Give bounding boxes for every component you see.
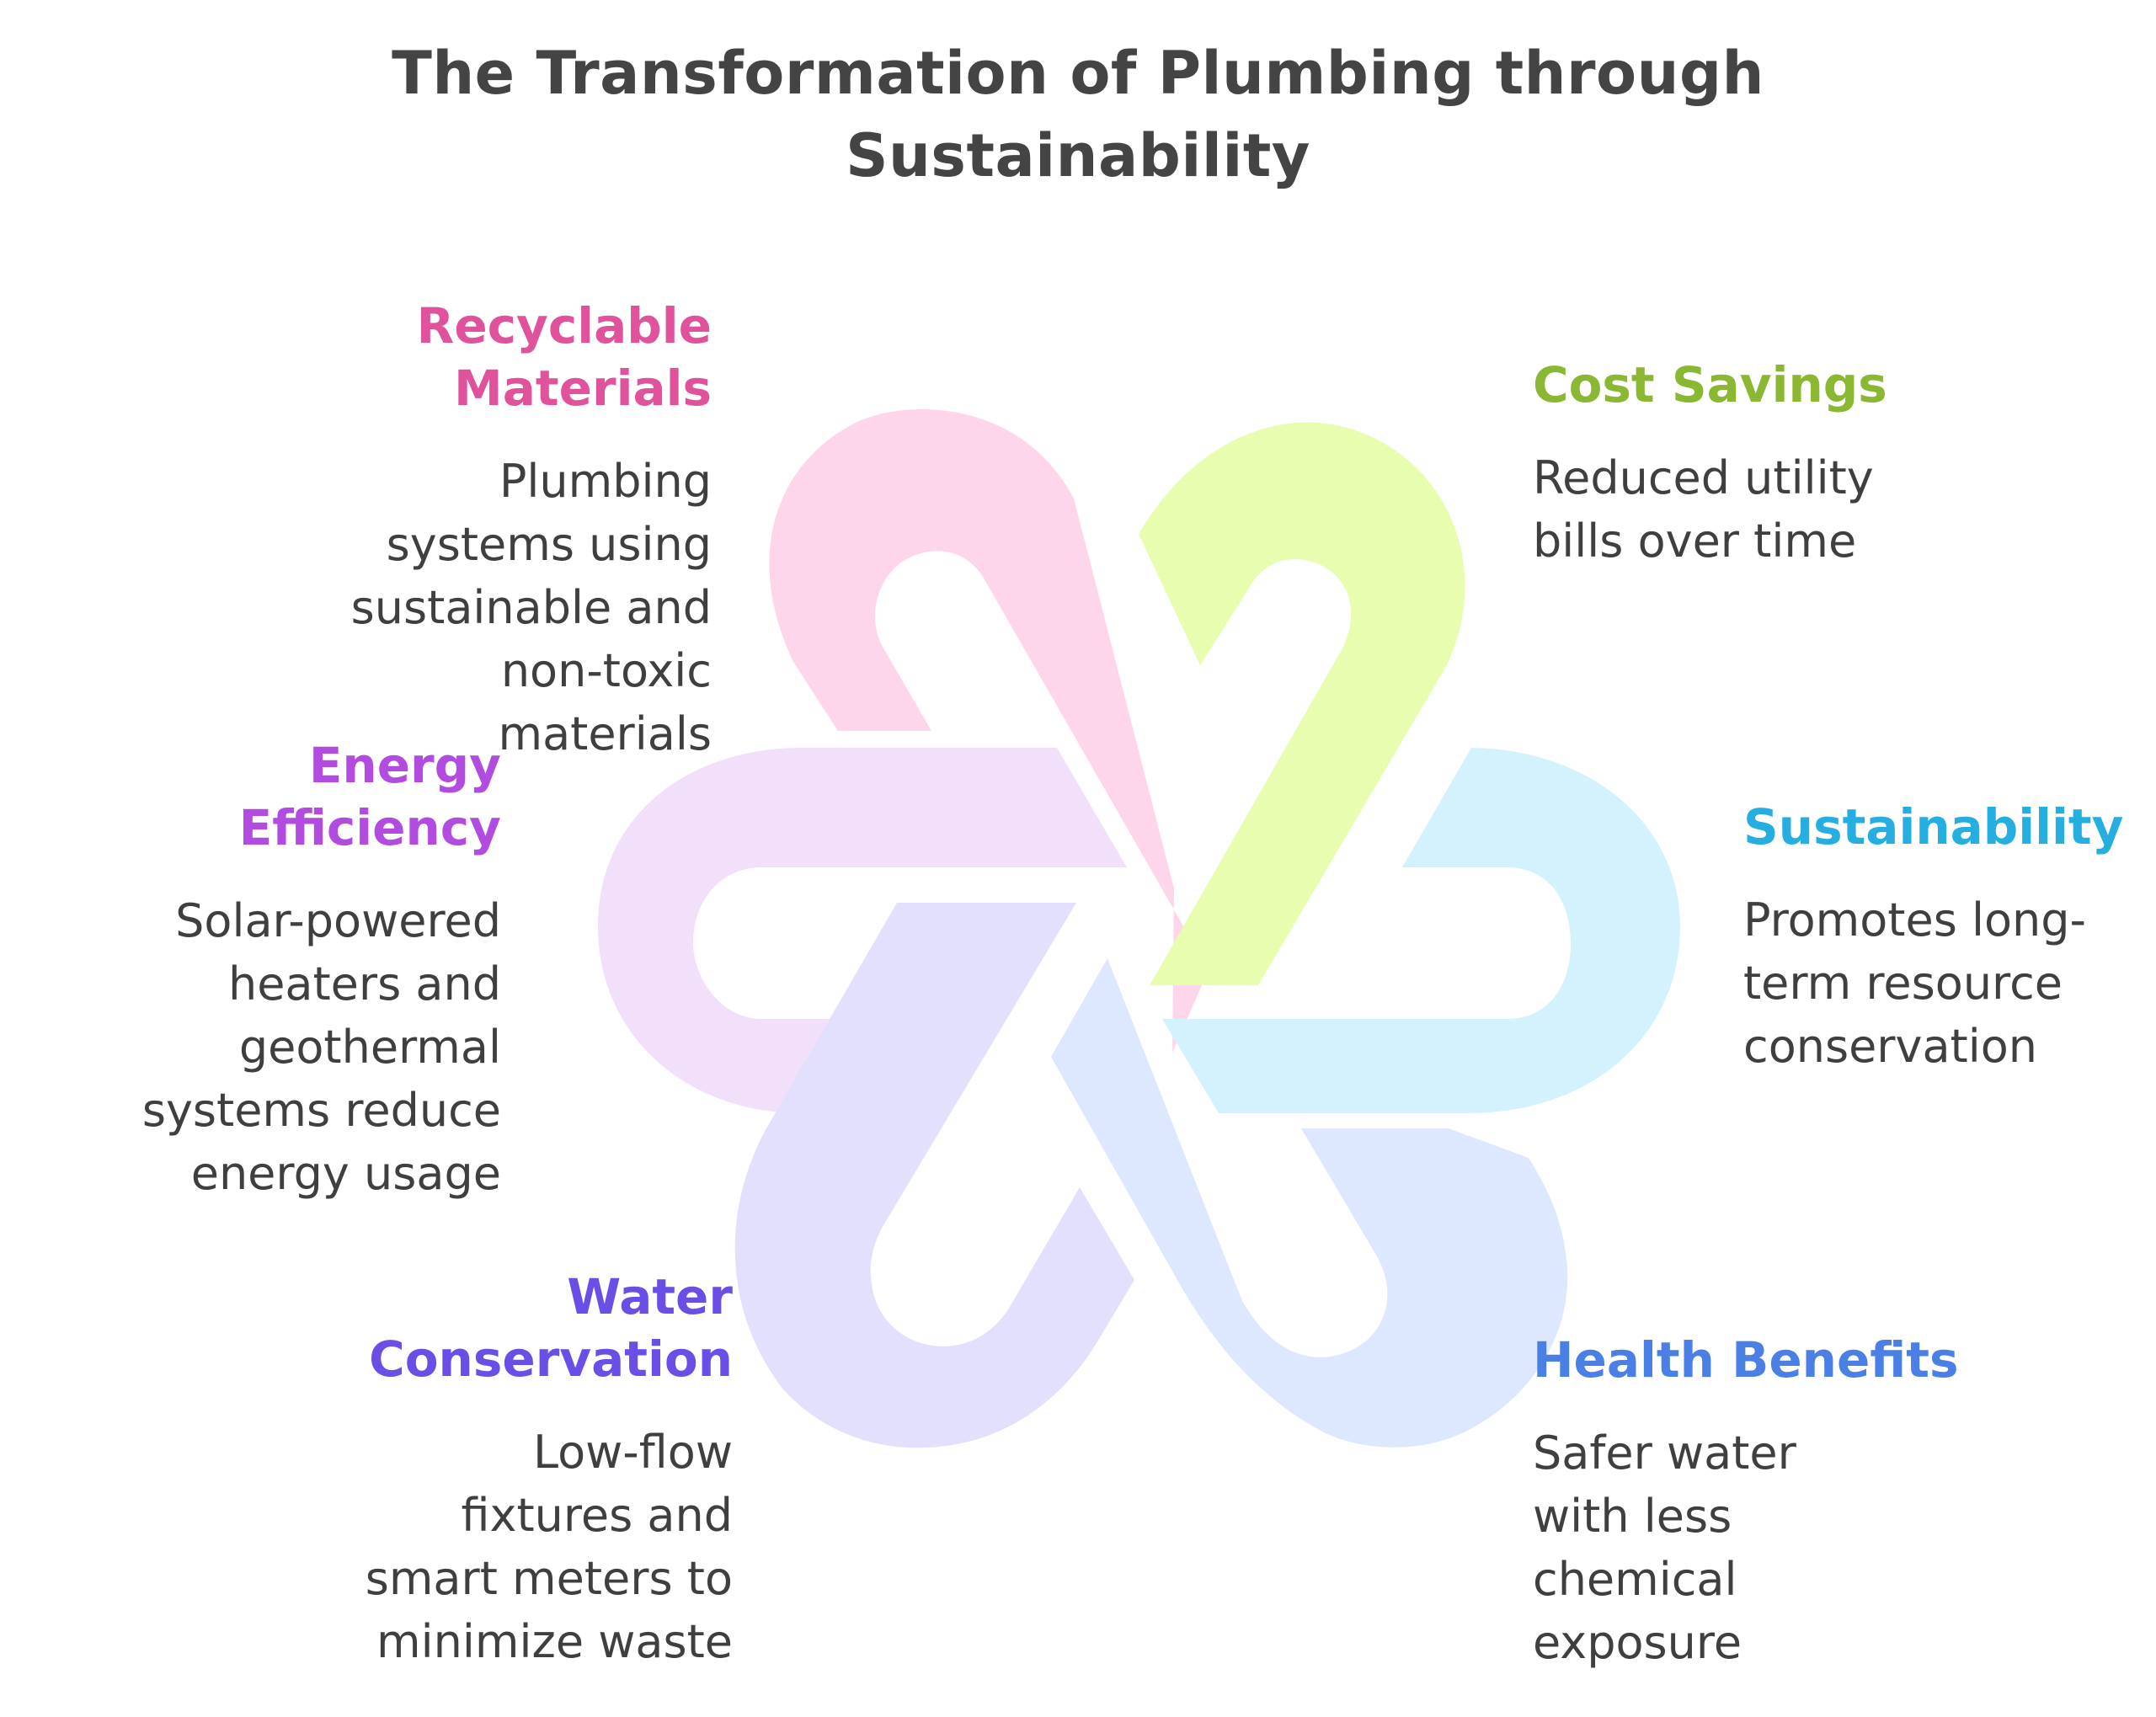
health-desc-line-2: with less — [1533, 1490, 1732, 1543]
sustainability-description: Promotes long- term resource conservatio… — [1743, 888, 2148, 1078]
energy-heading-line-1: Energy — [308, 737, 501, 794]
recyclable-desc-line-4: non-toxic — [500, 644, 712, 697]
water-heading-line-2: Conservation — [369, 1330, 733, 1388]
cost-heading: Cost Savings — [1533, 354, 2038, 416]
recyclable-desc-line-1: Plumbing — [499, 455, 712, 508]
energy-desc-line-5: energy usage — [190, 1147, 501, 1200]
recyclable-heading-line-2: Materials — [454, 360, 712, 417]
health-desc-line-3: chemical — [1533, 1553, 1737, 1606]
item-recyclable-materials: Recyclable Materials Plumbing systems us… — [253, 295, 712, 765]
water-description: Low-flow fixtures and smart meters to mi… — [278, 1421, 733, 1673]
health-heading-line-1: Health Benefits — [1533, 1331, 1959, 1389]
recyclable-desc-line-5: materials — [498, 707, 712, 760]
water-desc-line-4: minimize waste — [376, 1615, 733, 1668]
recyclable-desc-line-2: systems using — [386, 518, 712, 571]
water-desc-line-2: fixtures and — [461, 1489, 734, 1542]
water-heading: Water Conservation — [278, 1266, 733, 1390]
recyclable-heading-line-1: Recyclable — [416, 297, 712, 355]
health-desc-line-1: Safer water — [1533, 1426, 1796, 1480]
ring-cost — [1139, 422, 1465, 985]
cost-heading-line-1: Cost Savings — [1533, 356, 1887, 413]
water-desc-line-3: smart meters to — [365, 1552, 733, 1605]
energy-desc-line-4: systems reduce — [141, 1084, 501, 1137]
diagram-title: The Transformation of Plumbing through S… — [0, 32, 2156, 197]
sustainability-desc-line-3: conservation — [1743, 1020, 2037, 1073]
recyclable-description: Plumbing systems using sustainable and n… — [253, 450, 712, 765]
sustainability-heading-line-1: Sustainability — [1743, 798, 2124, 856]
energy-heading: Energy Efficiency — [76, 734, 501, 859]
sustainability-desc-line-2: term resource — [1743, 957, 2063, 1010]
energy-desc-line-2: heaters and — [227, 957, 501, 1010]
ring-sustainability — [1162, 748, 1680, 1113]
water-desc-line-1: Low-flow — [532, 1426, 733, 1479]
energy-description: Solar-powered heaters and geothermal sys… — [76, 889, 501, 1205]
health-desc-line-4: exposure — [1533, 1616, 1742, 1669]
item-cost-savings: Cost Savings Reduced utility bills over … — [1533, 354, 2038, 573]
cost-description: Reduced utility bills over time — [1533, 446, 2038, 573]
energy-heading-line-2: Efficiency — [238, 799, 501, 856]
item-water-conservation: Water Conservation Low-flow fixtures and… — [278, 1266, 733, 1673]
health-heading: Health Benefits — [1533, 1329, 2038, 1391]
item-energy-efficiency: Energy Efficiency Solar-powered heaters … — [76, 734, 501, 1205]
recyclable-heading: Recyclable Materials — [253, 295, 712, 419]
sustainability-desc-line-1: Promotes long- — [1743, 893, 2087, 946]
water-heading-line-1: Water — [567, 1268, 733, 1325]
energy-desc-line-1: Solar-powered — [175, 894, 501, 947]
ring-water — [734, 903, 1134, 1448]
ring-health — [1051, 958, 1568, 1448]
cost-desc-line-2: bills over time — [1533, 515, 1857, 568]
ring-recyclable — [769, 408, 1209, 1053]
item-sustainability: Sustainability Promotes long- term resou… — [1743, 796, 2148, 1078]
energy-desc-line-3: geothermal — [238, 1021, 501, 1074]
item-health-benefits: Health Benefits Safer water with less ch… — [1533, 1329, 2038, 1674]
title-line-1: The Transformation of Plumbing through — [392, 39, 1764, 108]
recyclable-desc-line-3: sustainable and — [350, 581, 712, 634]
title-line-2: Sustainability — [846, 121, 1310, 190]
sustainability-heading: Sustainability — [1743, 796, 2148, 858]
ring-energy — [598, 748, 1127, 1113]
health-description: Safer water with less chemical exposure — [1533, 1421, 2038, 1674]
cost-desc-line-1: Reduced utility — [1533, 451, 1874, 504]
